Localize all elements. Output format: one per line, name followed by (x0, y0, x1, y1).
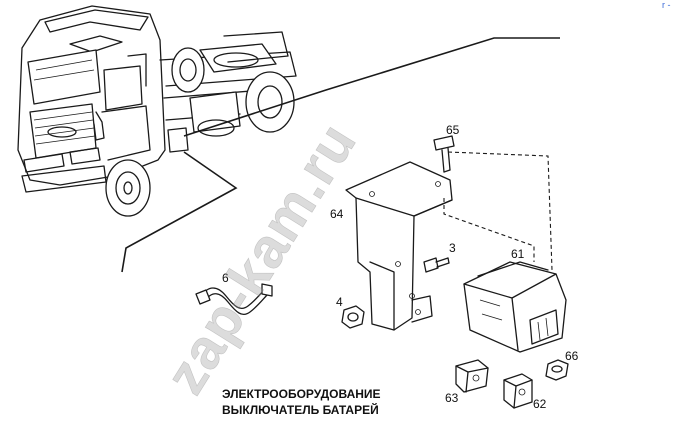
assembly-dashed-lines (443, 151, 553, 271)
callout-61: 61 (511, 247, 525, 261)
callout-62: 62 (533, 397, 547, 411)
bolt-65 (433, 135, 455, 173)
caption-line-2: ВЫКЛЮЧАТЕЛЬ БАТАРЕЙ (222, 402, 379, 417)
detail-callout-lines (121, 37, 560, 273)
battery-switch-bracket (345, 161, 453, 331)
callout-63: 63 (445, 391, 459, 405)
callout-66: 66 (565, 349, 579, 363)
corner-mark: r - (662, 0, 671, 10)
bolt-3 (423, 257, 450, 273)
battery-switch-unit (463, 261, 567, 353)
truck-illustration (17, 5, 297, 217)
cable-6 (195, 283, 273, 316)
terminal-cap-62 (503, 373, 533, 409)
watermark: zap-kam.ru (153, 112, 368, 405)
callout-6: 6 (222, 271, 229, 285)
callout-64: 64 (330, 207, 344, 221)
terminal-cap-63 (455, 359, 489, 393)
callout-4: 4 (336, 295, 343, 309)
callout-65: 65 (446, 123, 460, 137)
callout-3: 3 (449, 241, 456, 255)
callout-labels: 65 64 3 61 6 4 66 63 62 (222, 123, 579, 411)
caption-line-1: ЭЛЕКТРООБОРУДОВАНИЕ (222, 387, 381, 401)
nut-4 (341, 305, 365, 329)
terminal-66 (545, 359, 569, 381)
